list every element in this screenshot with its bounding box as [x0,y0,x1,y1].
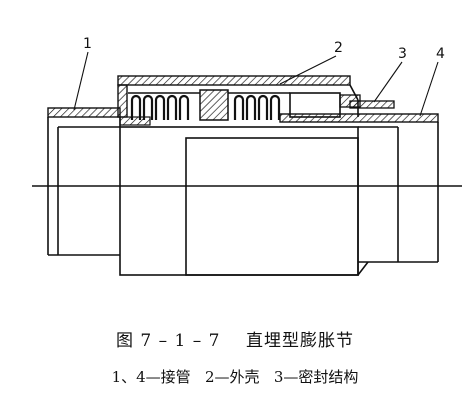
right-connecting-pipe [279,113,439,276]
figure-title: 图 7 – 1 – 7 直埋型膨胀节 [115,331,355,351]
seal-structure [289,92,395,118]
leader-1 [73,51,89,111]
expansion-joint-drawing: 1 2 3 4 [32,36,462,276]
left-connecting-pipe [47,107,121,256]
callout-1: 1 [83,36,92,52]
callout-4: 4 [436,46,445,62]
figure-legend: 1、4—接管 2—外壳 3—密封结构 [111,368,359,386]
leader-2 [279,55,337,85]
leader-4 [419,61,439,117]
inner-sleeve [119,117,359,276]
leader-3 [373,61,403,103]
guide-block [199,89,229,121]
bellows [128,92,290,120]
callout-3: 3 [398,46,407,62]
callout-2: 2 [334,40,343,56]
